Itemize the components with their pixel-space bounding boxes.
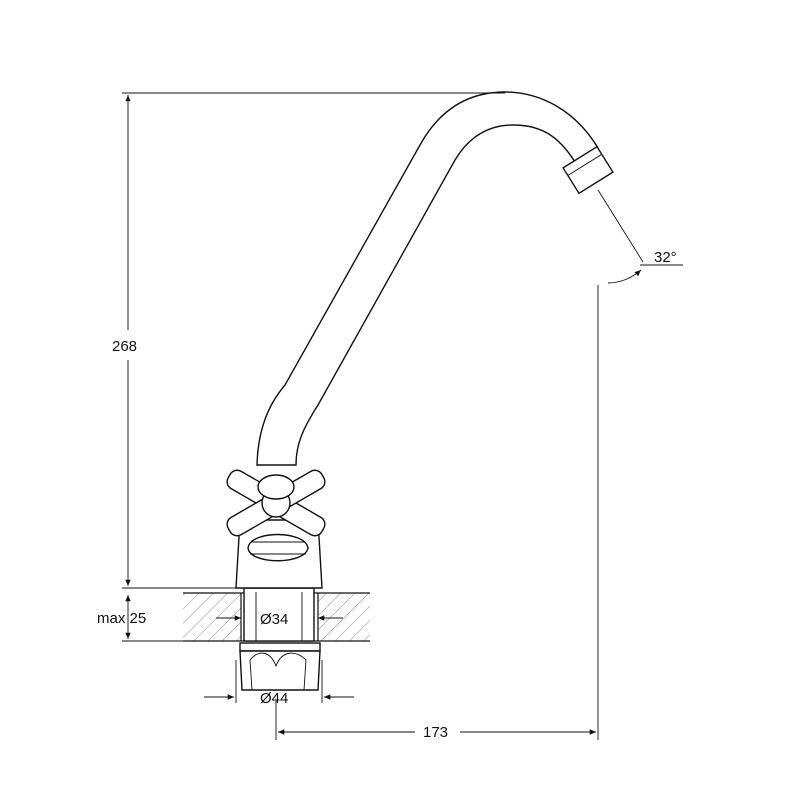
- height-dimension: 268: [112, 92, 505, 589]
- countertop-section: [183, 592, 370, 642]
- hole-diameter-label: Ø34: [260, 611, 288, 628]
- angle-label: 32°: [654, 249, 677, 266]
- angle-dimension: 32°: [597, 189, 683, 284]
- height-label: 268: [112, 338, 137, 355]
- thickness-dimension: max 25: [97, 595, 183, 642]
- base-diameter-label: Ø44: [260, 690, 288, 707]
- aerator-nozzle: [562, 145, 614, 195]
- reach-dimension: 173: [275, 285, 599, 741]
- spout: [256, 91, 599, 466]
- base-diameter-dimension: Ø44: [204, 660, 354, 707]
- reach-label: 173: [423, 724, 448, 741]
- faucet-body: [235, 519, 323, 589]
- cross-handle: [226, 469, 326, 537]
- underside-fitting: [239, 642, 321, 691]
- hole-diameter-dimension: Ø34: [216, 611, 343, 628]
- max-thickness-label: max 25: [97, 610, 146, 627]
